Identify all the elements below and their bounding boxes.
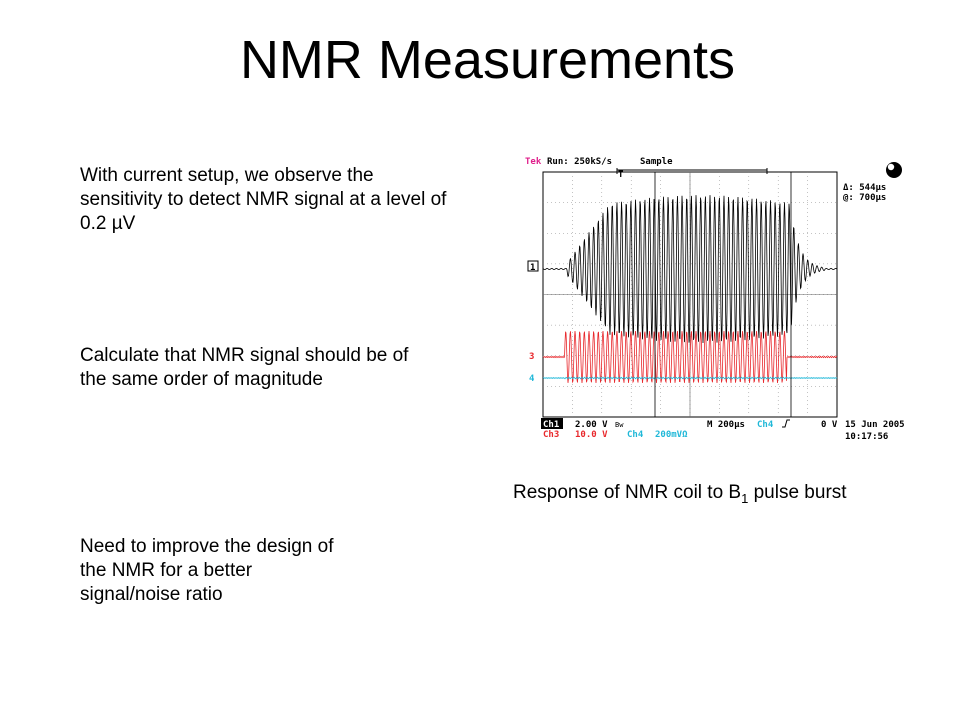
trace-ch4 bbox=[543, 376, 838, 380]
figure-caption: Response of NMR coil to B1 pulse burst bbox=[513, 481, 847, 511]
ch4-label: Ch4 bbox=[627, 430, 644, 440]
ch4-marker: 4 bbox=[529, 374, 535, 384]
scope-time: 10:17:56 bbox=[845, 432, 888, 442]
ch3-label: Ch3 bbox=[543, 430, 559, 440]
paragraph-calculation: Calculate that NMR signal should be of t… bbox=[80, 345, 409, 390]
paragraph-sensitivity: With current setup, we observe the sensi… bbox=[80, 165, 447, 234]
caption-text: Response of NMR coil to B bbox=[513, 482, 742, 503]
ch1-scale: 2.00 V bbox=[575, 420, 608, 430]
scope-acq-mode: Sample bbox=[640, 157, 673, 167]
trace-ch1 bbox=[542, 195, 838, 344]
timebase: M 200μs bbox=[707, 420, 745, 430]
bandwidth-icon: Bw bbox=[615, 421, 624, 429]
trigger-level: 0 V bbox=[821, 420, 838, 430]
slide-title: NMR Measurements bbox=[239, 30, 736, 90]
trigger-slope-icon bbox=[782, 419, 790, 428]
scope-run-rate: Run: 250kS/s bbox=[547, 157, 612, 167]
ch3-scale: 10.0 V bbox=[575, 430, 608, 440]
ch1-marker: 1 bbox=[530, 263, 535, 273]
trace-ch3 bbox=[542, 330, 838, 384]
oscilloscope-screenshot: Tek Run: 250kS/s Sample T Δ: 544μs @: 70… bbox=[525, 157, 905, 442]
ch1-label: Ch1 bbox=[543, 420, 559, 430]
ch1-marker-box bbox=[527, 260, 539, 272]
scope-date: 15 Jun 2005 bbox=[845, 420, 905, 430]
paragraph-improvement: Need to improve the design of the NMR fo… bbox=[80, 536, 334, 605]
caption-suffix: pulse burst bbox=[748, 482, 847, 503]
ch4-scale: 200mVΩ bbox=[655, 430, 688, 440]
caption-subscript: 1 bbox=[741, 490, 749, 506]
scope-brand: Tek bbox=[525, 157, 542, 167]
pointer-icon bbox=[886, 162, 902, 178]
ch1-label-box bbox=[541, 418, 563, 429]
delta-readout: Δ: 544μs bbox=[843, 183, 886, 193]
ch3-marker: 3 bbox=[529, 352, 534, 362]
at-readout: @: 700μs bbox=[843, 193, 886, 203]
trigger-source: Ch4 bbox=[757, 420, 774, 430]
trigger-marker-top: T bbox=[618, 170, 624, 180]
